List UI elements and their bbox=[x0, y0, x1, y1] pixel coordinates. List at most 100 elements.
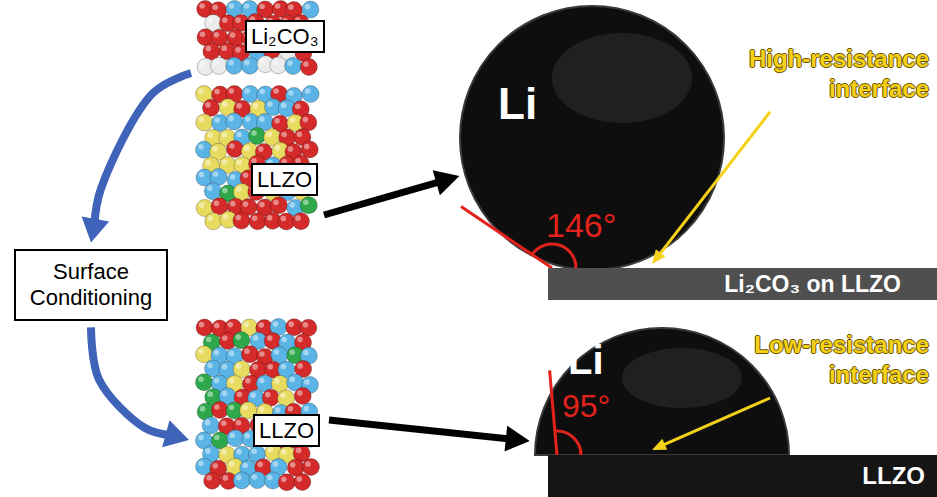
atom-highlight bbox=[236, 215, 242, 221]
atom-highlight bbox=[200, 61, 206, 67]
atom-highlight bbox=[198, 144, 204, 150]
atom bbox=[210, 57, 227, 74]
atom-highlight bbox=[281, 477, 287, 483]
atom-highlight bbox=[207, 391, 213, 397]
atom-highlight bbox=[259, 406, 265, 412]
atom bbox=[233, 212, 250, 229]
atom bbox=[302, 86, 319, 103]
atom-highlight bbox=[295, 215, 301, 221]
atom-highlight bbox=[222, 17, 228, 23]
atom-highlight bbox=[274, 349, 280, 355]
connector-line bbox=[94, 73, 191, 225]
atom-sphere bbox=[196, 319, 213, 336]
atom-sphere bbox=[285, 58, 302, 75]
atom bbox=[300, 58, 317, 75]
atom-highlight bbox=[244, 145, 250, 151]
atom bbox=[242, 86, 259, 103]
atom-highlight bbox=[297, 390, 303, 396]
atom-highlight bbox=[305, 461, 311, 467]
atom-sphere bbox=[233, 472, 250, 489]
atom-highlight bbox=[303, 199, 309, 205]
atom-highlight bbox=[268, 447, 274, 453]
atom-highlight bbox=[222, 188, 228, 194]
atom-highlight bbox=[258, 322, 264, 328]
atom-highlight bbox=[297, 337, 303, 343]
atom-highlight bbox=[244, 88, 250, 94]
contact-angle: 146° bbox=[546, 204, 616, 247]
leader-arrowhead bbox=[652, 439, 667, 450]
atom-highlight bbox=[236, 363, 242, 369]
atom-highlight bbox=[221, 420, 227, 426]
atom-highlight bbox=[237, 392, 243, 398]
atom-highlight bbox=[222, 335, 228, 341]
atom-highlight bbox=[235, 47, 241, 53]
atom-highlight bbox=[236, 420, 242, 426]
atom-sphere bbox=[210, 57, 227, 74]
atom-highlight bbox=[198, 88, 204, 94]
atom-cluster bbox=[196, 319, 320, 491]
atom-highlight bbox=[305, 4, 311, 10]
atom-highlight bbox=[273, 461, 279, 467]
atom-highlight bbox=[222, 159, 228, 165]
atom-cluster bbox=[196, 86, 320, 230]
atom-sphere bbox=[226, 57, 243, 74]
atom-highlight bbox=[214, 378, 220, 384]
atom-highlight bbox=[221, 132, 227, 138]
atom-highlight bbox=[230, 432, 236, 438]
atom-highlight bbox=[212, 4, 218, 10]
atom bbox=[196, 374, 213, 391]
atom-highlight bbox=[257, 462, 263, 468]
droplet-body bbox=[535, 328, 789, 455]
atom-highlight bbox=[304, 144, 310, 150]
atom-highlight bbox=[236, 132, 242, 138]
atom-highlight bbox=[304, 379, 310, 385]
atom-highlight bbox=[214, 404, 220, 410]
atom-highlight bbox=[200, 31, 206, 37]
atom-highlight bbox=[273, 199, 279, 205]
atom-highlight bbox=[198, 435, 204, 441]
atom bbox=[196, 114, 213, 131]
atom-highlight bbox=[266, 131, 272, 137]
atom-highlight bbox=[237, 159, 243, 165]
atom-highlight bbox=[205, 160, 211, 166]
atom-highlight bbox=[303, 350, 309, 356]
atom-highlight bbox=[251, 449, 257, 455]
atom-highlight bbox=[274, 378, 280, 384]
atom-highlight bbox=[198, 348, 204, 354]
layer-label: LLZO bbox=[251, 163, 318, 196]
connector-line bbox=[329, 420, 512, 439]
atom-highlight bbox=[245, 378, 251, 384]
atom bbox=[196, 319, 213, 336]
atom-highlight bbox=[229, 461, 235, 467]
atom-highlight bbox=[229, 350, 235, 356]
droplet-reflection bbox=[622, 348, 742, 408]
atom-highlight bbox=[236, 475, 242, 481]
atom bbox=[249, 213, 266, 230]
atom-highlight bbox=[244, 3, 250, 9]
atom-highlight bbox=[250, 392, 256, 398]
atom-highlight bbox=[207, 216, 213, 222]
atom-sphere bbox=[300, 58, 317, 75]
atom-highlight bbox=[290, 117, 296, 123]
atom-highlight bbox=[252, 474, 258, 480]
atom-highlight bbox=[259, 351, 265, 357]
substrate-label: Li₂CO₃ on LLZO bbox=[724, 271, 901, 297]
atom-highlight bbox=[198, 461, 204, 467]
atom-highlight bbox=[214, 435, 220, 441]
atom-sphere bbox=[226, 141, 243, 158]
atom-highlight bbox=[303, 117, 309, 123]
atom-highlight bbox=[230, 174, 236, 180]
atom-highlight bbox=[236, 186, 242, 192]
atom-highlight bbox=[199, 3, 205, 9]
atom bbox=[204, 183, 221, 200]
atom-highlight bbox=[236, 103, 242, 109]
atom-highlight bbox=[229, 405, 235, 411]
atom-highlight bbox=[199, 322, 205, 328]
process-arrow bbox=[82, 73, 191, 243]
atom-highlight bbox=[281, 364, 287, 370]
atom bbox=[285, 58, 302, 75]
atom-highlight bbox=[297, 363, 303, 369]
atom bbox=[204, 472, 221, 489]
atom-highlight bbox=[259, 89, 265, 95]
atom-highlight bbox=[297, 476, 303, 482]
